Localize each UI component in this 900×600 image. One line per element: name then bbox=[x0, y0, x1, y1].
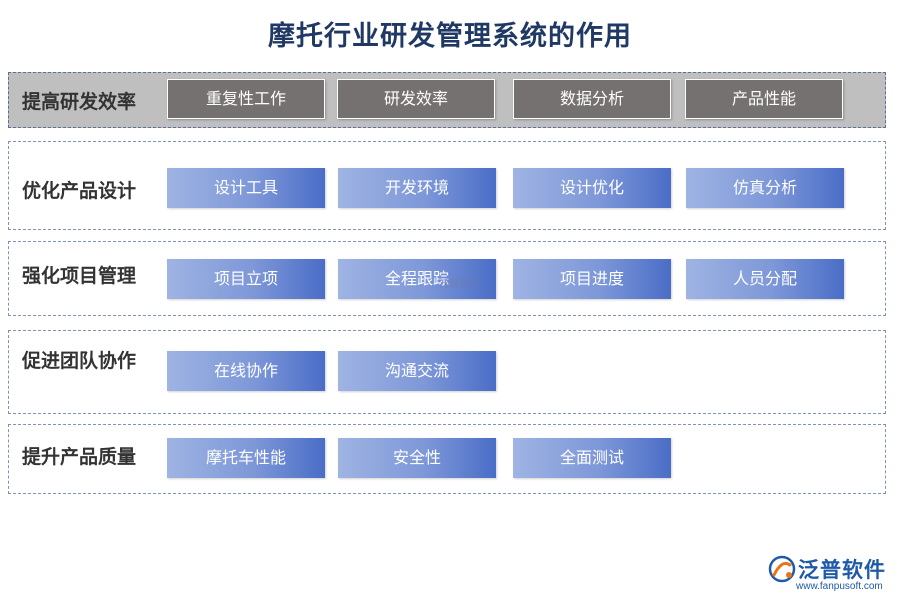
logo-mark-icon bbox=[768, 555, 796, 583]
section-label: 优化产品设计 bbox=[22, 180, 137, 202]
logo-name: 泛普软件 bbox=[798, 558, 886, 582]
tag-safety: 安全性 bbox=[338, 438, 496, 478]
tag-rd-efficiency: 研发效率 bbox=[337, 79, 495, 119]
section-project-management: 强化项目管理 项目立项 全程跟踪 项目进度 人员分配 bbox=[8, 241, 886, 316]
tag-full-tracking: 全程跟踪 bbox=[338, 259, 496, 299]
tag-project-initiation: 项目立项 bbox=[167, 259, 325, 299]
tag-data-analysis: 数据分析 bbox=[513, 79, 671, 119]
section-improve-efficiency: 提高研发效率 重复性工作 研发效率 数据分析 产品性能 bbox=[8, 72, 886, 128]
tag-staff-allocation: 人员分配 bbox=[686, 259, 844, 299]
logo-url: www.fanpusoft.com bbox=[796, 581, 883, 592]
tag-communication: 沟通交流 bbox=[338, 351, 496, 391]
tag-motorcycle-performance: 摩托车性能 bbox=[167, 438, 325, 478]
section-product-quality: 提升产品质量 摩托车性能 安全性 全面测试 bbox=[8, 424, 886, 494]
section-label: 提高研发效率 bbox=[22, 91, 137, 113]
section-label: 强化项目管理 bbox=[22, 265, 137, 287]
tag-design-tools: 设计工具 bbox=[167, 168, 325, 208]
section-label: 提升产品质量 bbox=[22, 446, 137, 468]
section-team-collaboration: 促进团队协作 在线协作 沟通交流 bbox=[8, 330, 886, 414]
tag-full-testing: 全面测试 bbox=[513, 438, 671, 478]
tag-simulation-analysis: 仿真分析 bbox=[686, 168, 844, 208]
watermark: 泛普软件 bbox=[439, 279, 479, 290]
brand-logo: 泛普软件 www.fanpusoft.com bbox=[768, 553, 896, 595]
tag-design-optimization: 设计优化 bbox=[513, 168, 671, 208]
section-optimize-design: 优化产品设计 设计工具 开发环境 设计优化 仿真分析 bbox=[8, 141, 886, 230]
tag-product-performance: 产品性能 bbox=[685, 79, 843, 119]
tag-project-progress: 项目进度 bbox=[513, 259, 671, 299]
page-title: 摩托行业研发管理系统的作用 bbox=[268, 21, 632, 52]
tag-repetitive-work: 重复性工作 bbox=[167, 79, 325, 119]
section-label: 促进团队协作 bbox=[22, 350, 137, 372]
tag-dev-environment: 开发环境 bbox=[338, 168, 496, 208]
tag-online-collaboration: 在线协作 bbox=[167, 351, 325, 391]
